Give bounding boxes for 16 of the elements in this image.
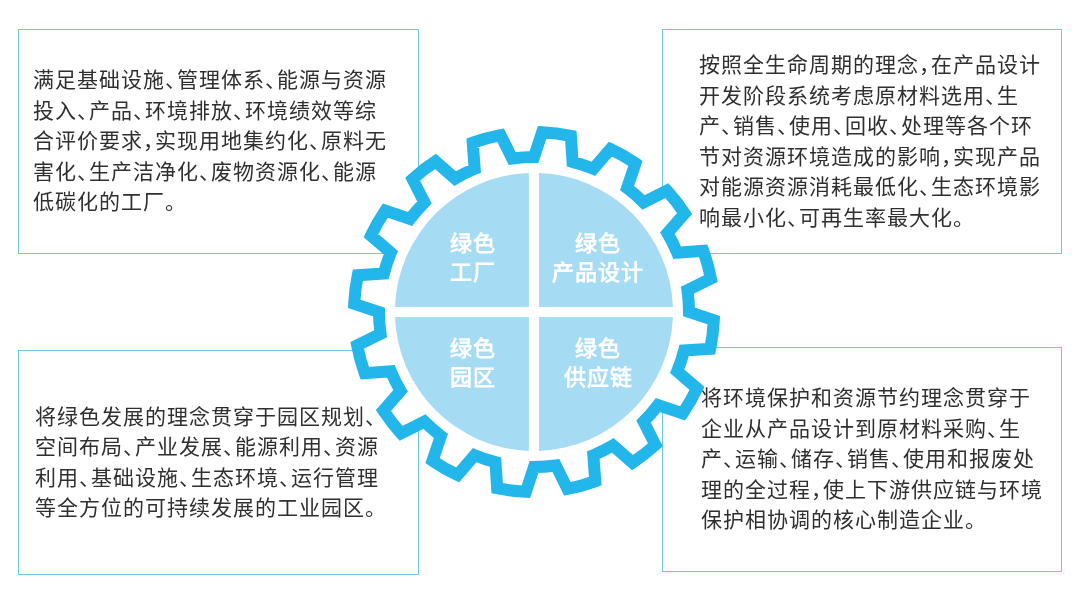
quadrant-label: 工厂 xyxy=(450,259,496,287)
description-text: 将环境保护和资源节约理念贯穿于企业从产品设计到原材料采购、生产、运输、储存、销售、使用和报废处理的全过程，使上下游供应链与环境保护相协调的核心制造企业。 xyxy=(701,385,1044,535)
quadrant-label: 绿色 xyxy=(450,230,496,258)
description-box xyxy=(662,29,1062,254)
quadrant-label: 绿色 xyxy=(450,335,496,363)
quadrant-label: 产品设计 xyxy=(552,259,644,287)
description-box xyxy=(18,29,419,254)
description-box xyxy=(662,347,1062,572)
description-box xyxy=(18,350,419,575)
quadrant-label: 供应链 xyxy=(563,364,633,392)
quadrant-label: 园区 xyxy=(450,364,496,392)
description-text: 将绿色发展的理念贯穿于园区规划、空间布局、产业发展、能源利用、资源利用、基础设施、生态环境、运行管理等全方位的可持续发展的工业园区。 xyxy=(35,403,380,522)
quadrant-label: 绿色 xyxy=(575,335,621,363)
description-text: 按照全生命周期的理念，在产品设计开发阶段系统考虑原材料选用、生产、销售、使用、回收、处理等各个环节对资源环境造成的影响，实现产品对能源资源消耗最低化、生态环境影响最小化、可再生率最大化。 xyxy=(699,52,1042,232)
quadrant-label: 绿色 xyxy=(575,230,621,258)
description-text: 满足基础设施、管理体系、能源与资源投入、产品、环境排放、环境绩效等综合评价要求，实现用地集约化、原料无害化、生产洁净化、废物资源化、能源低碳化的工厂。 xyxy=(33,67,388,217)
